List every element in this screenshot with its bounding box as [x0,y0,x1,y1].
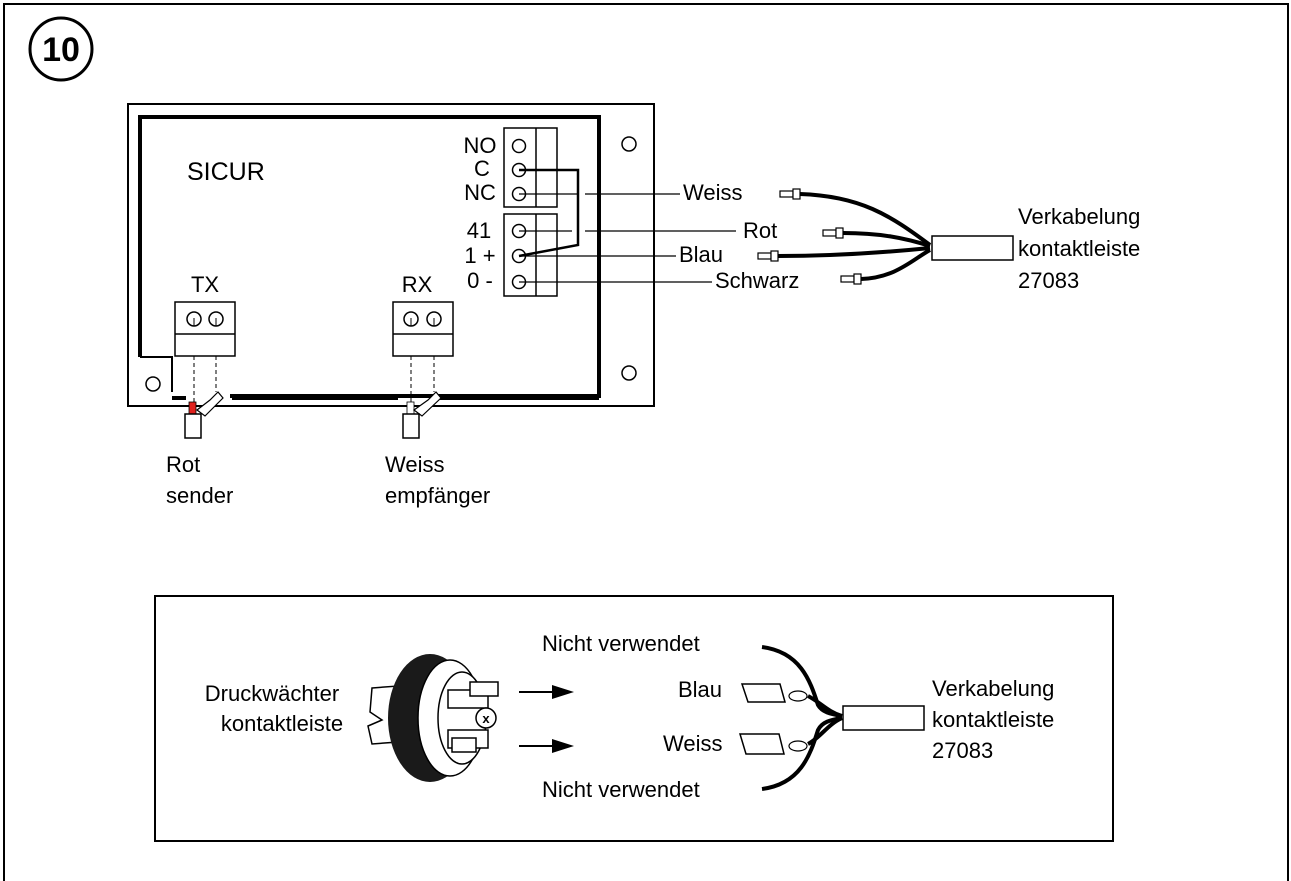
tx-label: TX [191,272,219,297]
jumper-wire [518,168,580,258]
sicur-board [127,103,655,407]
switch-label-line2: kontaktleiste [221,711,343,736]
mount-hole [145,376,161,392]
board-title: SICUR [187,158,265,186]
terminal-label-c: C [474,156,490,181]
inset-harness-label-line3: 27083 [932,738,993,763]
harness-label-line1: Verkabelung [1018,204,1140,229]
rx-cable-role: empfänger [385,483,490,508]
unused-wire-label-top: Nicht verwendet [542,631,700,656]
wire-label-rot: Rot [743,218,777,243]
step-badge: 10 [28,16,94,82]
connection-lines [519,193,736,283]
svg-text:x: x [482,711,490,726]
terminal-label-41: 41 [467,218,491,243]
harness-label-line3: 27083 [1018,268,1079,293]
relay-terminal-block [503,127,558,208]
terminal-label-1plus: 1 + [464,243,495,268]
rx-label: RX [402,272,433,297]
inset-harness-connector [842,705,925,731]
rx-terminal-block [392,301,454,439]
tx-cable-role: sender [166,483,233,508]
mount-hole [621,136,637,152]
inset-wire-label-blau: Blau [678,677,722,702]
wire-label-schwarz: Schwarz [715,268,799,293]
inset-wire-label-weiss: Weiss [663,731,723,756]
mount-hole [621,365,637,381]
wire-label-weiss: Weiss [683,180,743,205]
pressure-switch-icon: x [367,654,499,782]
wire-label-blau: Blau [679,242,723,267]
page-frame [3,3,1289,881]
terminal-label-no: NO [464,133,497,158]
terminal-label-0minus: 0 - [467,268,493,293]
tx-terminal-block [174,301,236,439]
harness-connector [931,235,1014,261]
arrow-icon [519,685,574,699]
inset-harness-label-line2: kontaktleiste [932,707,1054,732]
inset-frame [154,595,1114,842]
tx-red-wire [188,401,197,415]
harness-label-line2: kontaktleiste [1018,236,1140,261]
inset-harness-label-line1: Verkabelung [932,676,1054,701]
arrow-icon [519,739,574,753]
switch-label-line1: Druckwächter [205,681,339,706]
tx-cable-color: Rot [166,452,200,477]
terminal-label-nc: NC [464,180,496,205]
harness-cable [757,188,1014,285]
unused-wire-label-bottom: Nicht verwendet [542,777,700,802]
rx-cable-color: Weiss [385,452,445,477]
inset-harness-cable [738,645,925,791]
step-number: 10 [42,31,80,69]
